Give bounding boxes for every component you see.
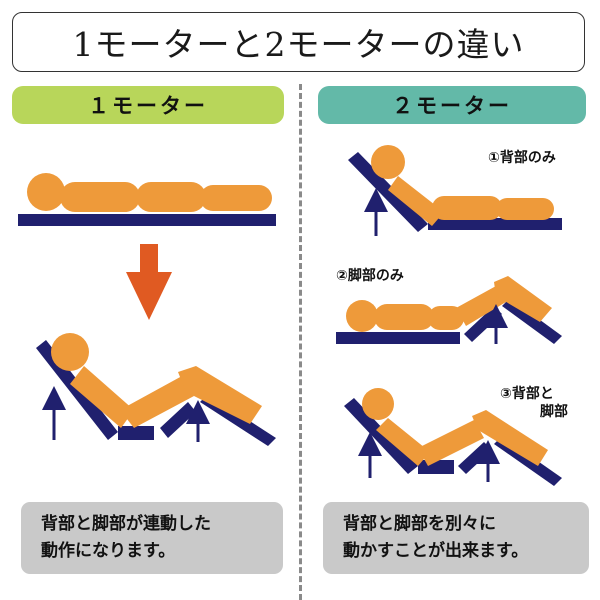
- back-only-person: [371, 145, 554, 226]
- linked-raised-bed: [36, 333, 276, 446]
- two-motor-caption: 背部と脚部を別々に 動かすことが出来ます。: [323, 502, 589, 574]
- one-motor-caption-line1: 背部と脚部が連動した: [41, 514, 211, 534]
- two-motor-caption-line1: 背部と脚部を別々に: [343, 514, 496, 534]
- column-divider: [299, 84, 302, 600]
- back-and-leg-bed: [344, 388, 562, 486]
- flat-bed-base: [18, 214, 276, 226]
- two-motor-caption-line2: 動かすことが出来ます。: [343, 541, 529, 561]
- back-and-leg-person: [362, 388, 548, 466]
- down-arrow-icon: [126, 244, 172, 320]
- flat-bed-illustration: [18, 173, 276, 226]
- label-leg-only: ②脚部のみ: [336, 268, 404, 284]
- one-motor-header: １モーター: [12, 86, 284, 124]
- label-back-and-leg-line1: ③背部と: [500, 386, 554, 402]
- one-motor-caption: 背部と脚部が連動した 動作になります。: [21, 502, 283, 574]
- label-back-and-leg-line2: 脚部: [540, 404, 568, 420]
- linked-person: [51, 333, 262, 428]
- page-title: 1モーターと2モーターの違い: [12, 12, 585, 72]
- two-motor-header: ２モーター: [318, 86, 586, 124]
- back-only-bed: [348, 145, 562, 236]
- leg-only-bed: [336, 276, 562, 344]
- flat-person: [27, 173, 272, 212]
- label-back-only: ①背部のみ: [488, 150, 556, 166]
- leg-only-person: [346, 276, 552, 332]
- one-motor-caption-line2: 動作になります。: [41, 541, 176, 561]
